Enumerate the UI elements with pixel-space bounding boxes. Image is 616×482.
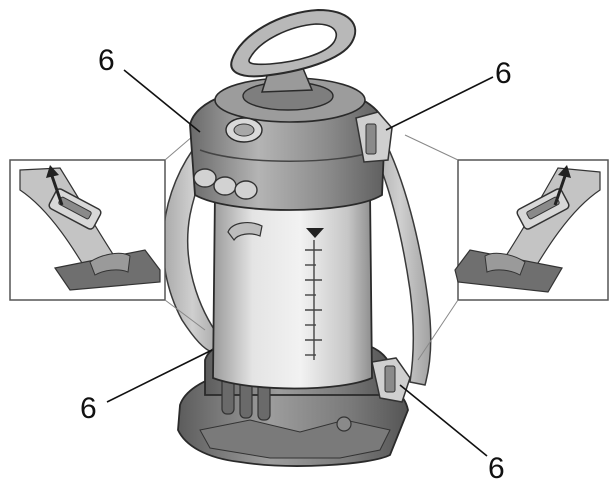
sprayer-head	[189, 77, 393, 211]
pump-handle	[230, 8, 357, 93]
callout-label-bottom-left: 6	[80, 392, 97, 425]
leader-bottom-right	[399, 384, 488, 457]
leader-bottom-left	[106, 349, 213, 403]
callout-label-bottom-right: 6	[488, 452, 505, 482]
leader-top-right	[385, 76, 494, 131]
fill-level-scale	[305, 240, 322, 360]
front-strap-right	[369, 133, 432, 386]
leader-top-left	[123, 69, 201, 133]
callout-label-top-right: 6	[495, 57, 512, 90]
inset-panel-right	[404, 134, 609, 361]
strap-adjust-arrow-icon	[553, 165, 571, 206]
sprayer-tank	[212, 189, 373, 390]
callout-leaders	[106, 69, 494, 457]
inset-panel-left	[9, 129, 206, 331]
strap-adjust-arrow-icon	[46, 165, 64, 206]
max-fill-marker-icon	[306, 228, 324, 238]
callout-label-top-left: 6	[98, 44, 115, 77]
